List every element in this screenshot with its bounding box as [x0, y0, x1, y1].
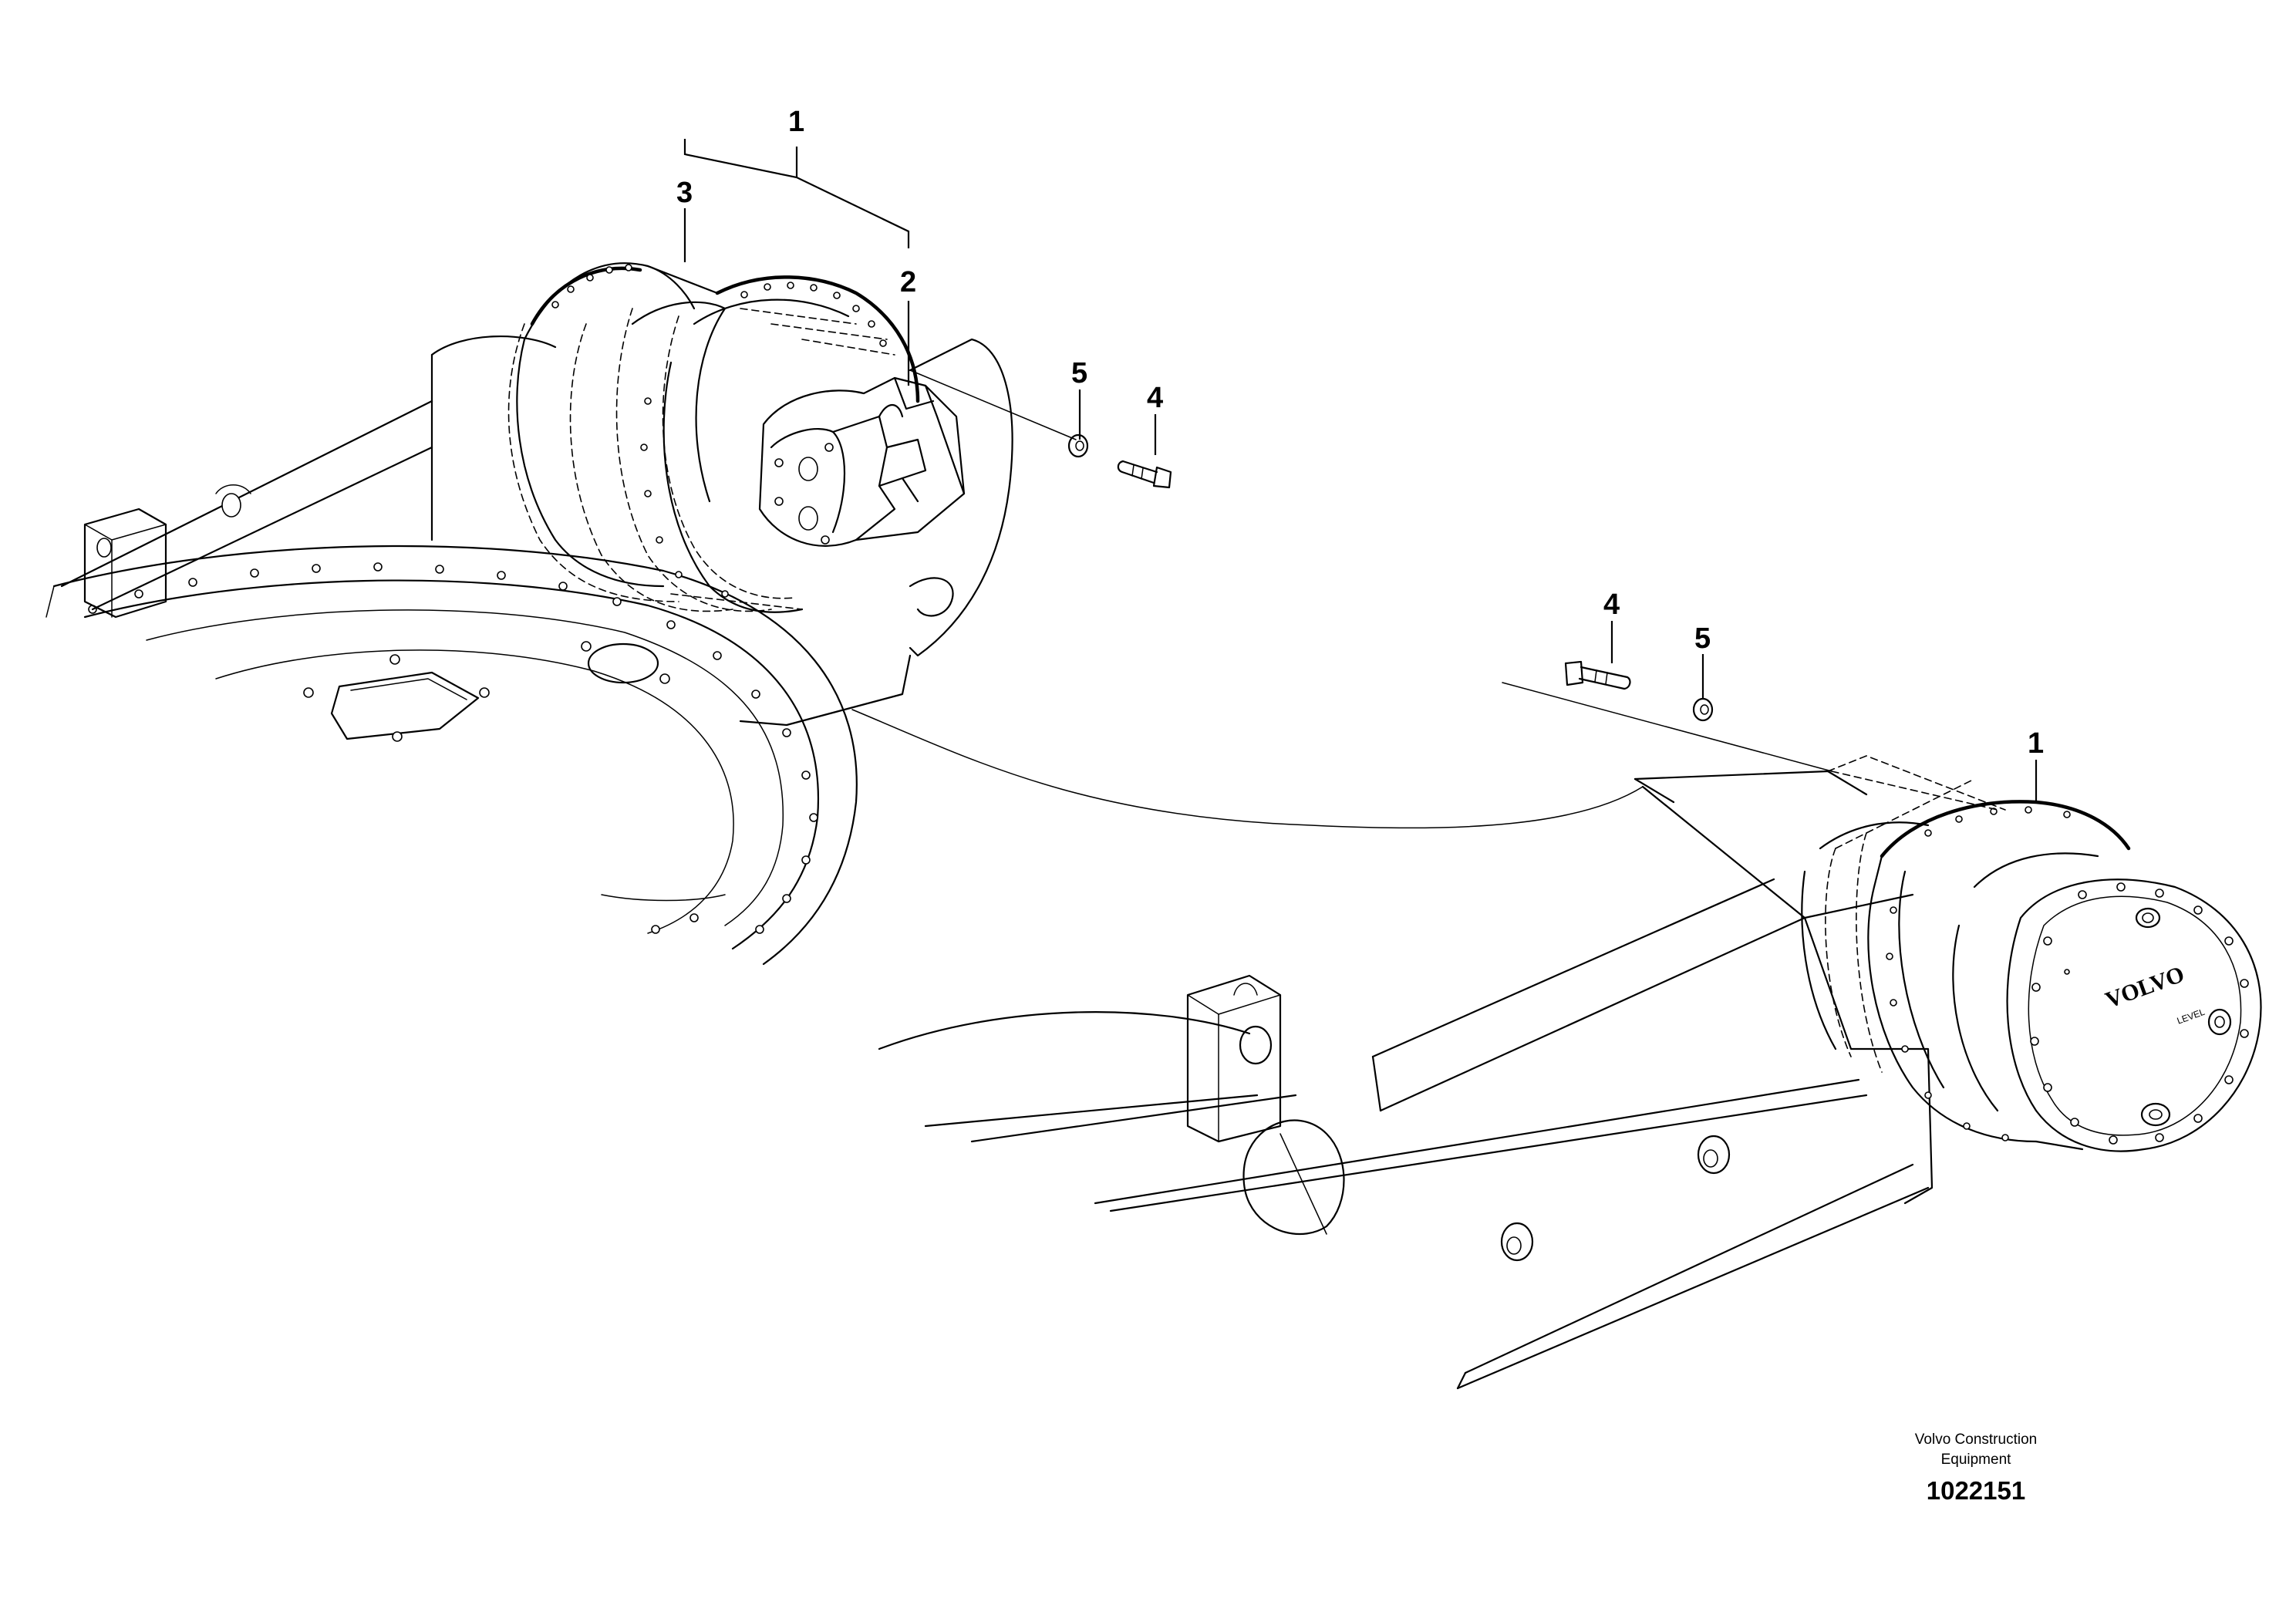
assembly-bracket [683, 139, 910, 386]
level-label: LEVEL [2176, 1007, 2207, 1027]
left-travel-motor [507, 262, 966, 613]
figure-number: 1022151 [1927, 1476, 2025, 1505]
center-frame [851, 709, 1934, 1390]
side-plate-bosses [1500, 1135, 1731, 1262]
callout-2: 2 [900, 266, 916, 298]
hex-bolt-icon [1564, 660, 1631, 690]
rear-cap-bolts [551, 264, 632, 309]
right-flange-bolts [1886, 806, 2071, 1141]
callout-1-right: 1 [2028, 727, 2044, 760]
end-cover-bolts [2030, 882, 2249, 1145]
footer: Volvo Construction Equipment 1022151 [1915, 1431, 2037, 1505]
hex-bolt-icon [1117, 460, 1172, 489]
volvo-logo: VOLVO [2102, 961, 2188, 1013]
callout-4-left: 4 [1147, 382, 1163, 414]
callout-5-right: 5 [1694, 622, 1711, 655]
washer-icon [1067, 433, 1089, 458]
washer-icon [1692, 697, 1714, 722]
ring-bolt-holes [88, 562, 818, 934]
left-track-frame [60, 335, 1013, 727]
callout-5-left: 5 [1071, 357, 1087, 389]
swing-ring [46, 545, 858, 966]
flange-bolts [640, 282, 887, 598]
callout-3: 3 [676, 177, 693, 209]
callout-labels: 1 3 2 5 4 4 5 1 [676, 106, 2044, 760]
right-travel-motor: VOLVO LEVEL [1801, 755, 2262, 1152]
company-name-line1: Volvo Construction [1915, 1431, 2037, 1448]
callout-4-right: 4 [1603, 588, 1620, 621]
company-name-line2: Equipment [1941, 1452, 2012, 1468]
left-fastener-group [909, 369, 1172, 489]
callout-1-top: 1 [788, 106, 804, 138]
right-fastener-group [1502, 621, 2038, 811]
